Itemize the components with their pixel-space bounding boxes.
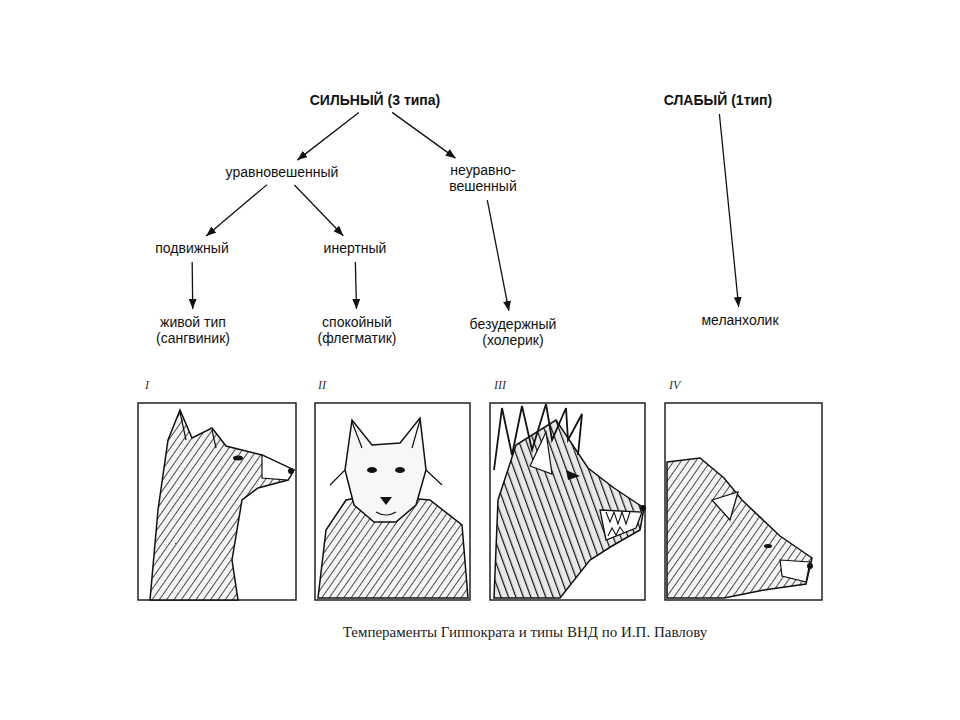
- image-frame: [665, 403, 822, 600]
- type-label: живой тип (сангвиник): [141, 312, 245, 348]
- node-text: живой тип (сангвиник): [144, 314, 242, 346]
- wolf-melancholic: [667, 458, 813, 598]
- node-text: СЛАБЫЙ (1тип): [664, 92, 772, 108]
- node-text: безудержный (холерик): [460, 316, 566, 348]
- caption: Темпераменты Гиппократа и типы ВНД по И.…: [343, 624, 708, 641]
- node-text: меланхолик: [701, 312, 778, 328]
- node-text: уравновешенный: [226, 164, 339, 180]
- node-text: подвижный: [155, 240, 228, 256]
- type-label: уравновешенный: [223, 162, 342, 182]
- figure-number: II: [318, 378, 326, 393]
- type-label: меланхолик: [698, 310, 781, 330]
- type-label: спокойный (флегматик): [305, 312, 409, 348]
- type-heading: СИЛЬНЫЙ (3 типа): [307, 90, 444, 110]
- image-frame: [138, 403, 296, 600]
- arrow-connector: [719, 114, 738, 307]
- wolf-phlegmatic: [318, 418, 468, 598]
- arrow-connector: [297, 112, 359, 160]
- node-text: СИЛЬНЫЙ (3 типа): [310, 92, 441, 108]
- node-text: спокойный (флегматик): [308, 314, 406, 346]
- arrow-connector: [192, 262, 194, 309]
- node-text: неуравно- вешенный: [443, 162, 523, 194]
- arrow-connector: [392, 112, 455, 158]
- wolf-sanguine: [150, 410, 294, 600]
- type-heading: СЛАБЫЙ (1тип): [661, 90, 775, 110]
- arrow-connector: [355, 262, 356, 309]
- arrow-connector: [206, 185, 267, 236]
- type-label: инертный: [321, 238, 390, 258]
- type-label: неуравно- вешенный: [440, 160, 526, 196]
- image-frame: [315, 403, 470, 600]
- node-text: инертный: [324, 240, 387, 256]
- wolf-choleric: [494, 404, 646, 598]
- type-label: подвижный: [152, 238, 231, 258]
- type-label: безудержный (холерик): [457, 314, 569, 350]
- arrow-connector: [487, 200, 509, 311]
- image-frame: [490, 403, 645, 600]
- figure-number: I: [145, 378, 149, 393]
- arrow-connector: [294, 185, 343, 236]
- figure-number: IV: [669, 378, 680, 393]
- figure-number: III: [494, 378, 506, 393]
